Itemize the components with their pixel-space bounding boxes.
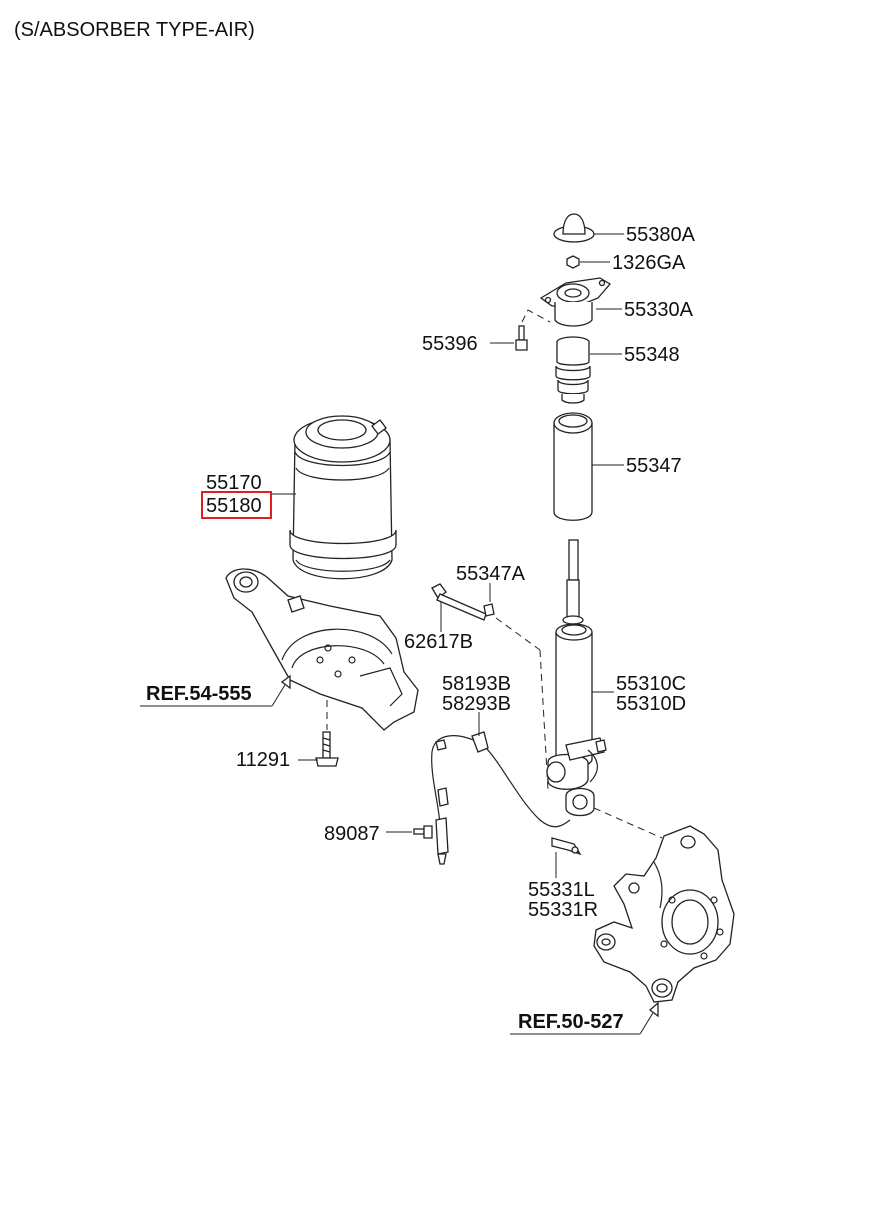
part-label-55347[interactable]: 55347 — [626, 455, 682, 477]
part-label-11291[interactable]: 11291 — [236, 749, 290, 771]
dust-cap-drawing — [553, 213, 595, 243]
dash-55396 — [521, 309, 551, 323]
ref-label-knuckle[interactable]: REF.50-527 — [518, 1011, 624, 1033]
arrowhead-ref-arm — [280, 674, 291, 690]
sensor-cable-drawing — [431, 731, 607, 865]
highlight-box — [201, 491, 272, 519]
part-label-55330A[interactable]: 55330A — [624, 299, 694, 321]
part-label-55310D[interactable]: 55310D — [616, 693, 686, 715]
part-label-55347A[interactable]: 55347A — [456, 563, 526, 585]
dust-cover-drawing — [553, 412, 593, 521]
air-spring-drawing — [289, 415, 397, 580]
shock-absorber-drawing — [546, 539, 605, 817]
part-label-55348[interactable]: 55348 — [624, 344, 680, 366]
sensor-bolt-drawing — [413, 825, 433, 839]
part-label-55170[interactable]: 55170 — [206, 472, 262, 494]
part-label-55310C[interactable]: 55310C — [616, 673, 686, 695]
arm-bolt-drawing — [315, 731, 339, 767]
part-label-58193B[interactable]: 58193B — [442, 673, 511, 695]
nut-drawing — [566, 255, 580, 269]
part-label-89087[interactable]: 89087 — [324, 823, 380, 845]
part-label-55180[interactable]: 55180 — [206, 495, 262, 517]
part-label-55380A[interactable]: 55380A — [626, 224, 696, 246]
lower-arm-drawing — [225, 568, 419, 731]
part-label-58293B[interactable]: 58293B — [442, 693, 511, 715]
part-label-62617B[interactable]: 62617B — [404, 631, 473, 653]
ref-label-arm[interactable]: REF.54-555 — [146, 683, 252, 705]
dash-shock-to-knuckle — [593, 807, 663, 839]
diagram-title: (S/ABSORBER TYPE-AIR) — [14, 19, 255, 41]
knuckle-drawing — [593, 825, 735, 1003]
upper-mount-drawing — [539, 277, 611, 327]
part-label-55331L[interactable]: 55331L — [528, 879, 595, 901]
part-label-55331R[interactable]: 55331R — [528, 899, 598, 921]
bracket-drawing — [551, 837, 582, 856]
part-label-1326GA[interactable]: 1326GA — [612, 252, 686, 274]
arrowhead-ref-knuckle — [648, 1001, 659, 1018]
shock-nut-drawing — [483, 603, 495, 617]
dash-bolt-to-shock — [495, 617, 541, 651]
part-label-55396[interactable]: 55396 — [422, 333, 478, 355]
mount-bolt-drawing — [515, 325, 528, 351]
shock-bolt-drawing — [431, 583, 487, 621]
bump-stopper-drawing — [555, 336, 591, 404]
